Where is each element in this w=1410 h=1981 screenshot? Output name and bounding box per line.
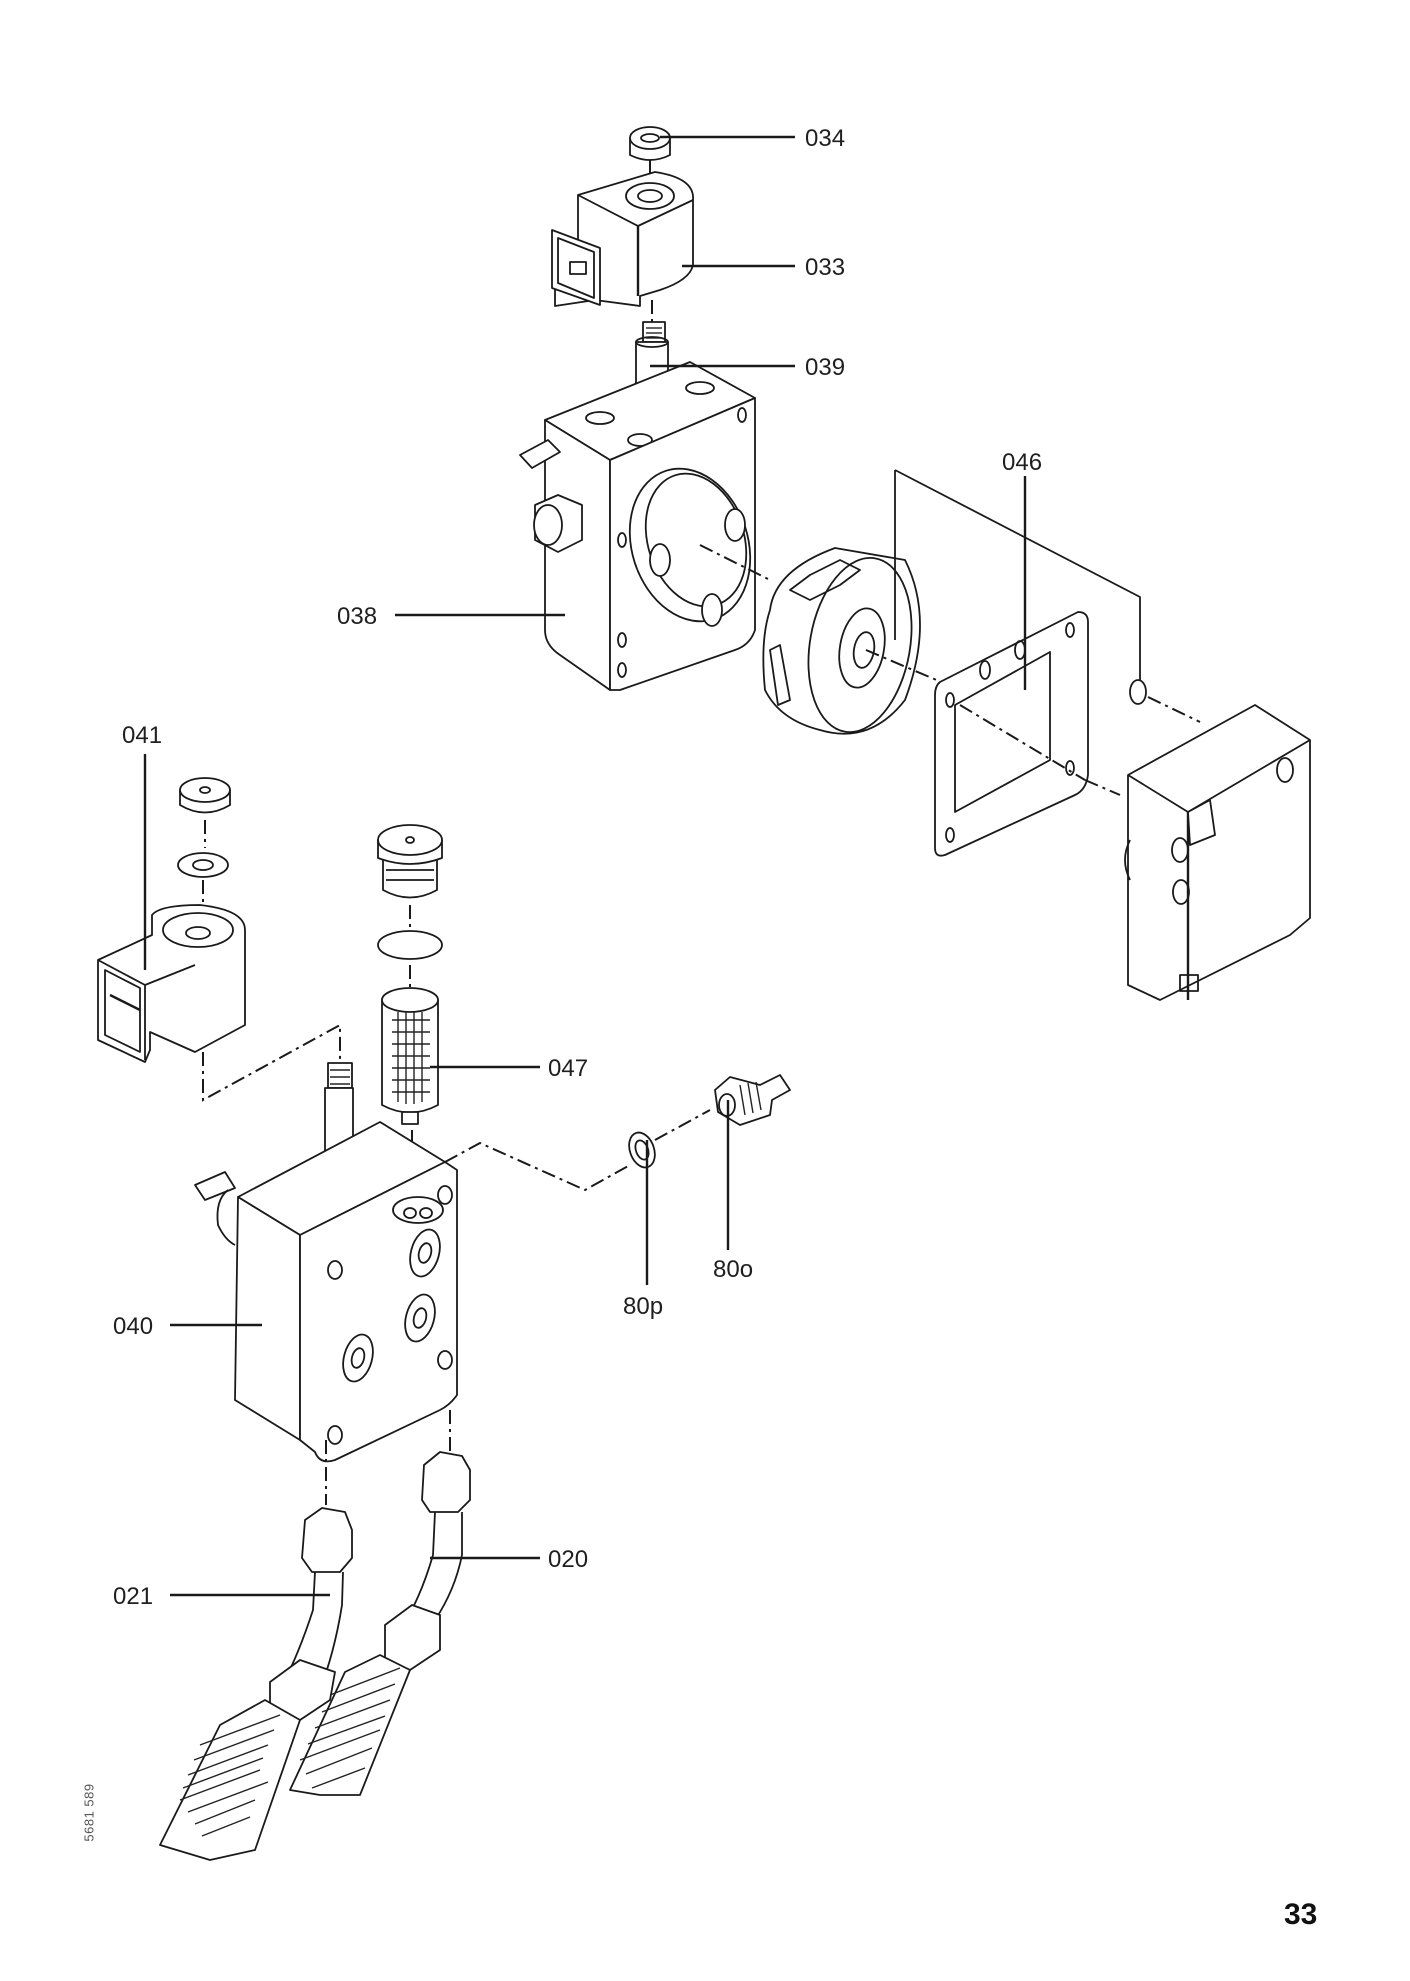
o-ring-icon <box>377 930 443 960</box>
washer-icon <box>1129 679 1147 705</box>
solenoid-coil-icon <box>97 904 246 1063</box>
washer-icon <box>177 852 229 878</box>
callout-039: 039 <box>805 354 845 381</box>
callout-80o: 80o <box>713 1256 753 1283</box>
filter-icon <box>381 987 439 1125</box>
oil-hose-icon <box>289 1451 471 1796</box>
callout-046: 046 <box>1002 449 1042 476</box>
drawing-code: 5681 589 <box>81 1783 97 1842</box>
oil-pump-icon <box>194 1121 458 1463</box>
callout-033: 033 <box>805 254 845 281</box>
page-number: 33 <box>1284 1898 1318 1931</box>
cap-icon <box>179 777 231 814</box>
oil-hose-icon <box>159 1507 353 1861</box>
gasket-icon <box>934 611 1089 857</box>
callout-021: 021 <box>113 1583 153 1610</box>
coupling-icon <box>762 547 921 735</box>
pump-cover-icon <box>1124 704 1311 1001</box>
pressure-nipple-icon <box>714 1074 791 1126</box>
callout-041: 041 <box>122 722 162 749</box>
seal-ring-icon <box>628 1131 656 1169</box>
callout-038: 038 <box>337 603 377 630</box>
callout-80p: 80p <box>623 1293 663 1320</box>
oil-pump-icon <box>519 361 756 691</box>
callout-034: 034 <box>805 125 845 152</box>
callout-047: 047 <box>548 1055 588 1082</box>
hex-nut-icon <box>629 126 671 161</box>
callout-020: 020 <box>548 1546 588 1573</box>
filter-icon <box>377 824 443 899</box>
callout-040: 040 <box>113 1313 153 1340</box>
solenoid-coil-icon <box>551 171 694 307</box>
